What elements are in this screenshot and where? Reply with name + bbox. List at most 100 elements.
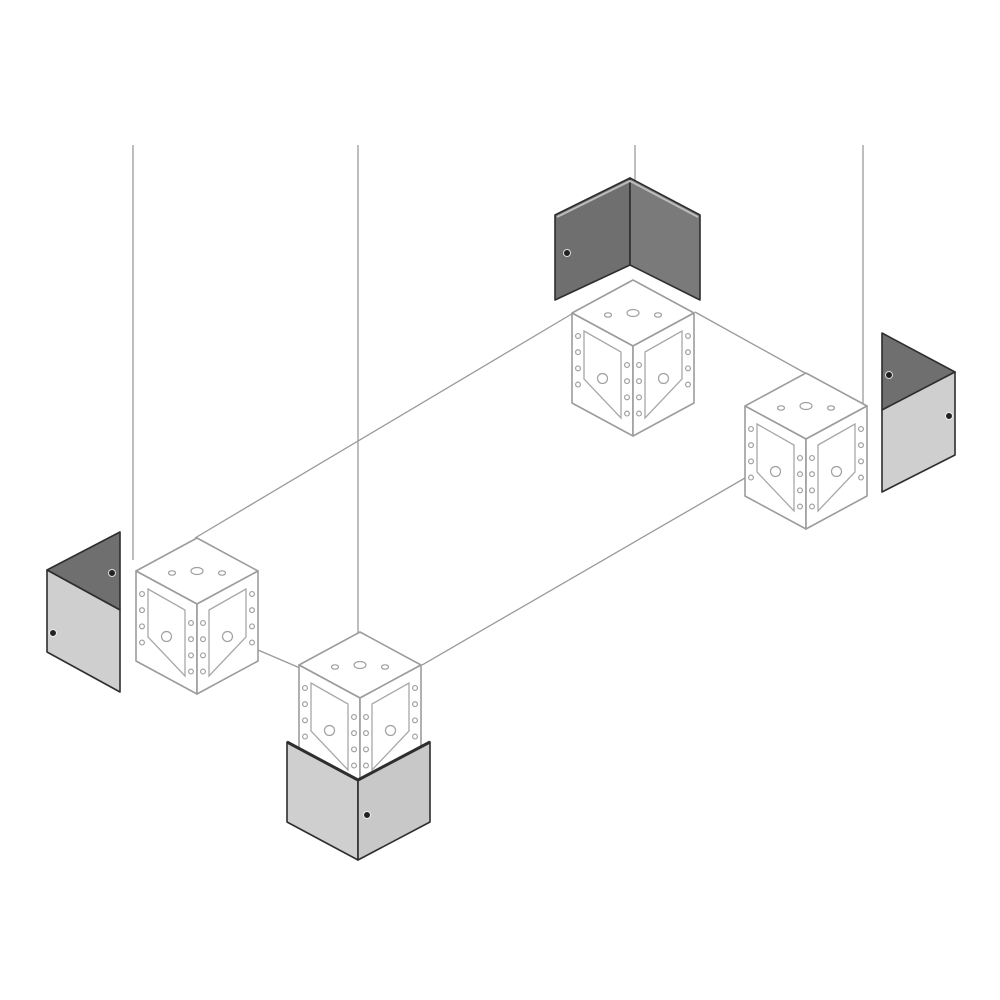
cube-edge-hole xyxy=(302,717,309,724)
cube-edge-hole xyxy=(249,623,256,630)
cube-edge-hole xyxy=(412,717,419,724)
cube-right-window xyxy=(208,587,247,678)
cube-edge-hole xyxy=(796,487,803,494)
cube-edge-hole xyxy=(351,746,358,753)
cube-edge-hole xyxy=(351,713,358,720)
panel-face-right xyxy=(629,177,701,301)
cube-edge-hole xyxy=(412,701,419,708)
cube-top-hole xyxy=(603,312,613,318)
cube-top-hole xyxy=(776,405,786,411)
cube-top-hole xyxy=(626,308,640,318)
cube-edge-hole xyxy=(635,410,642,417)
cube-face-hole xyxy=(769,465,782,478)
cube-edge-hole xyxy=(200,636,207,643)
panel-top-highlight xyxy=(556,179,699,218)
screw-hole xyxy=(563,249,571,257)
cube-face-hole xyxy=(830,465,843,478)
cube-edge-hole xyxy=(302,684,309,691)
cube-face-hole xyxy=(384,724,397,737)
cube-left-window xyxy=(583,329,622,420)
cube-top-hole xyxy=(380,664,390,670)
cube-edge-hole xyxy=(249,607,256,614)
cube-face-hole xyxy=(596,372,609,385)
cube-edge-hole xyxy=(857,425,864,432)
cube-edge-hole xyxy=(139,623,146,630)
cube-edge-hole xyxy=(139,607,146,614)
frame-edge-left-front xyxy=(257,649,301,669)
cube-edge-hole xyxy=(684,381,691,388)
cube-edge-hole xyxy=(574,381,581,388)
cube-edge-hole xyxy=(351,730,358,737)
cube-edge-hole xyxy=(857,474,864,481)
cube-edge-hole xyxy=(635,394,642,401)
cube-edge-hole xyxy=(623,410,630,417)
cube-edge-hole xyxy=(747,474,754,481)
cube-right-window xyxy=(644,329,683,420)
cube-edge-hole xyxy=(796,471,803,478)
frame-edge-front-right xyxy=(421,477,746,666)
vertical-guide-lines xyxy=(132,145,864,672)
cube-edge-hole xyxy=(635,361,642,368)
screw-hole xyxy=(108,569,116,577)
cube-edge-hole xyxy=(808,471,815,478)
cube-top-hole xyxy=(799,401,813,411)
cube-edge-hole xyxy=(200,652,207,659)
cube-edge-hole xyxy=(363,762,370,769)
cube-edge-hole xyxy=(623,394,630,401)
cube-edge-hole xyxy=(363,746,370,753)
cube-edge-hole xyxy=(351,762,358,769)
cube-face-hole xyxy=(160,630,173,643)
cube-face-hole xyxy=(221,630,234,643)
front-corner-cover xyxy=(286,740,431,861)
cube-edge-hole xyxy=(808,454,815,461)
cube-face-hole xyxy=(323,724,336,737)
cube-edge-hole xyxy=(808,503,815,510)
panel-face-left xyxy=(554,177,631,301)
cube-edge-hole xyxy=(747,458,754,465)
cube-top-hole xyxy=(353,660,367,670)
cube-edge-hole xyxy=(249,590,256,597)
cube-edge-hole xyxy=(684,332,691,339)
frame-outline xyxy=(194,311,806,669)
cube-edge-hole xyxy=(188,636,195,643)
screw-hole xyxy=(945,412,953,420)
cube-right-window xyxy=(371,681,410,772)
cube-edge-hole xyxy=(684,365,691,372)
cube-edge-hole xyxy=(412,733,419,740)
cube-edge-hole xyxy=(574,365,581,372)
panel-top-edge xyxy=(286,740,431,782)
cube-edge-hole xyxy=(188,619,195,626)
cube-edge-hole xyxy=(747,425,754,432)
cube-edge-hole xyxy=(796,503,803,510)
cube-edge-hole xyxy=(684,349,691,356)
cube-left-window xyxy=(310,681,349,772)
frame-edge-left-back xyxy=(194,311,576,539)
cube-edge-hole xyxy=(412,684,419,691)
cube-edge-hole xyxy=(796,454,803,461)
cube-left xyxy=(135,537,259,695)
cube-left-window xyxy=(756,422,795,513)
cube-edge-hole xyxy=(808,487,815,494)
cube-edge-hole xyxy=(623,361,630,368)
cube-edge-hole xyxy=(363,730,370,737)
cube-top-hole xyxy=(330,664,340,670)
cube-edge-hole xyxy=(139,639,146,646)
cube-edge-hole xyxy=(635,378,642,385)
left-corner-cover xyxy=(46,531,121,693)
cube-edge-hole xyxy=(363,713,370,720)
cube-edge-hole xyxy=(747,442,754,449)
screw-hole xyxy=(363,811,371,819)
cube-edge-hole xyxy=(139,590,146,597)
cube-edge-hole xyxy=(188,668,195,675)
cube-edge-hole xyxy=(188,652,195,659)
corner-cubes xyxy=(135,279,868,789)
cube-back xyxy=(571,279,695,437)
cube-right xyxy=(744,372,868,530)
back-corner-cover xyxy=(554,177,701,301)
screw-hole xyxy=(885,371,893,379)
cube-top-hole xyxy=(217,570,227,576)
cube-edge-hole xyxy=(623,378,630,385)
cube-edge-hole xyxy=(249,639,256,646)
cube-top-hole xyxy=(167,570,177,576)
